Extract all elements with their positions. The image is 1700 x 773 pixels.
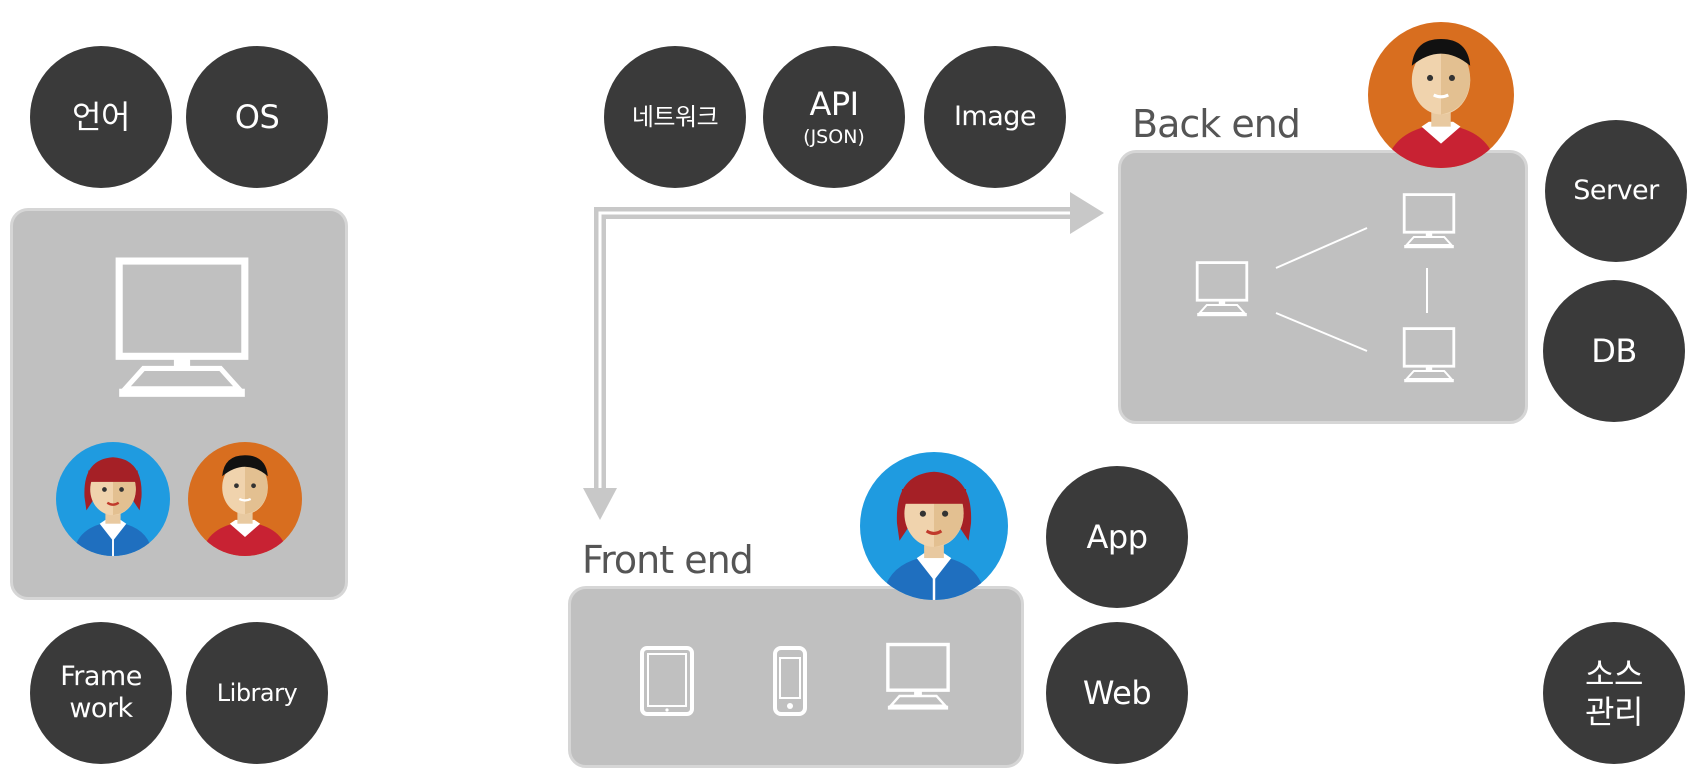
language-label: 언어 [72,97,130,136]
api-circle: API (JSON) [763,46,905,188]
phone-icon [773,646,807,716]
framework-label-line1: Frame [60,660,142,692]
server-circle: Server [1545,120,1687,262]
framework-label-line2: work [69,693,133,724]
female-avatar-icon [860,452,1008,600]
backend-title: Back end [1132,102,1301,146]
backend-server-monitor-icon-bottom [1401,327,1457,387]
network-label: 네트워크 [631,102,719,131]
frontend-panel [568,586,1024,768]
web-circle: Web [1046,622,1188,764]
network-circle: 네트워크 [604,46,746,188]
db-label: DB [1591,331,1637,370]
source-label-line1: 소스 [1585,654,1643,693]
backend-server-monitor-icon-top [1401,193,1457,253]
db-circle: DB [1543,280,1685,422]
os-label: OS [234,97,280,136]
library-circle: Library [186,622,328,764]
server-label: Server [1573,174,1659,206]
os-circle: OS [186,46,328,188]
source-management-circle: 소스 관리 [1543,622,1685,764]
desktop-monitor-icon [884,641,952,717]
image-label: Image [953,100,1037,132]
api-sub-label: (JSON) [803,125,865,148]
api-label: API [809,85,859,124]
web-label: Web [1082,673,1152,712]
language-circle: 언어 [30,46,172,188]
developer-panel [10,208,348,600]
server-network-lines [1275,227,1428,352]
backend-panel [1118,150,1528,424]
male-avatar-icon [1368,22,1514,168]
tablet-icon [640,646,694,716]
backend-client-monitor-icon [1194,261,1250,321]
image-circle: Image [924,46,1066,188]
app-label: App [1086,517,1148,556]
framework-circle: Frame work [30,622,172,764]
source-label-line2: 관리 [1585,693,1643,731]
app-circle: App [1046,466,1188,608]
library-label: Library [216,678,298,707]
frontend-title: Front end [582,538,754,582]
